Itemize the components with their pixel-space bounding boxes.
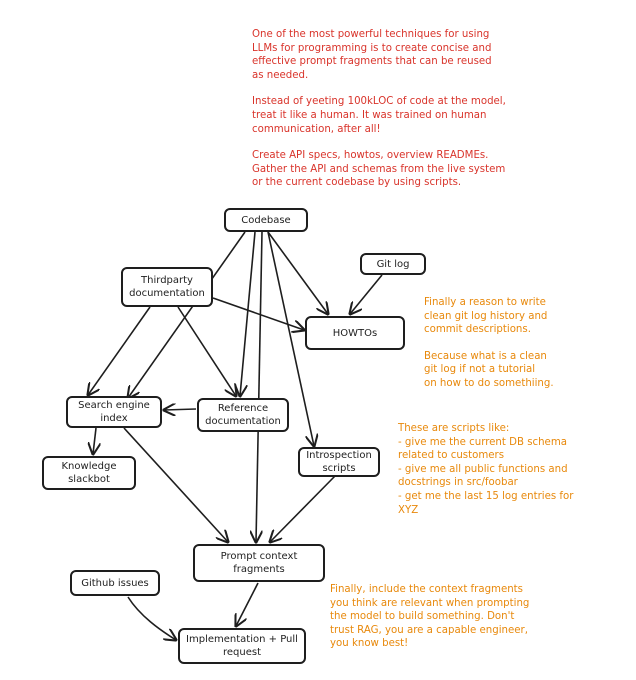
node-thirdparty-label: Thirdparty documentation (129, 275, 205, 299)
arrow-thirdparty-to-howtos (212, 297, 304, 330)
node-howtos: HOWTOs (305, 316, 405, 350)
node-knowledge-label: Knowledge slackbot (61, 461, 117, 485)
node-prompt-label: Prompt context fragments (220, 551, 298, 575)
final-note: Finally, include the context fragments y… (330, 583, 620, 664)
arrow-gitlog-to-howtos (350, 274, 383, 314)
arrow-thirdparty-to-reference (177, 306, 236, 396)
node-codebase-label: Codebase (241, 214, 291, 226)
node-implementation-label: Implementation + Pull request (186, 634, 298, 658)
node-search-label: Search engine index (78, 400, 150, 424)
node-introspection-scripts: Introspection scripts (298, 447, 380, 477)
arrow-prompt-to-implementation (236, 582, 259, 626)
arrow-github-to-implementation (127, 596, 176, 640)
scripts-note-text: These are scripts like: - give me the cu… (398, 423, 574, 516)
node-prompt-context-fragments: Prompt context fragments (193, 544, 325, 582)
arrow-codebase-to-reference (240, 231, 256, 396)
intro-note-para-2: Instead of yeeting 100kLOC of code at th… (252, 96, 506, 135)
node-implementation-pull-request: Implementation + Pull request (178, 628, 306, 664)
node-gitlog-label: Git log (376, 258, 410, 270)
intro-note-para-3: Create API specs, howtos, overview READM… (252, 150, 506, 189)
intro-note-para-1: One of the most powerful techniques for … (252, 29, 492, 81)
node-reference-documentation: Reference documentation (197, 398, 289, 432)
scripts-note: These are scripts like: - give me the cu… (398, 422, 628, 530)
node-howtos-label: HOWTOs (332, 327, 378, 339)
node-reference-label: Reference documentation (205, 403, 281, 427)
arrow-codebase-to-search (128, 231, 246, 398)
node-git-log: Git log (360, 253, 426, 275)
arrow-search-to-prompt (123, 427, 228, 542)
node-github-label: Github issues (81, 577, 149, 589)
arrow-introspection-to-prompt (270, 475, 336, 542)
node-thirdparty-documentation: Thirdparty documentation (121, 267, 213, 307)
gitlog-note: Finally a reason to write clean git log … (424, 296, 624, 404)
arrow-thirdparty-to-search (88, 306, 151, 395)
arrow-codebase-to-howtos (267, 231, 328, 314)
arrow-reference-to-search (164, 409, 197, 410)
node-github-issues: Github issues (70, 570, 160, 596)
gitlog-note-para-2: Because what is a clean git log if not a… (424, 350, 554, 389)
arrow-search-to-knowledge (93, 427, 96, 454)
node-introspection-label: Introspection scripts (306, 450, 372, 474)
arrow-codebase-to-introspection (267, 231, 314, 446)
intro-note: One of the most powerful techniques for … (252, 28, 552, 203)
node-knowledge-slackbot: Knowledge slackbot (42, 456, 136, 490)
node-codebase: Codebase (224, 208, 308, 232)
final-note-text: Finally, include the context fragments y… (330, 584, 530, 650)
arrow-codebase-to-prompt (256, 231, 263, 542)
gitlog-note-para-1: Finally a reason to write clean git log … (424, 297, 548, 336)
node-search-engine-index: Search engine index (66, 396, 162, 428)
